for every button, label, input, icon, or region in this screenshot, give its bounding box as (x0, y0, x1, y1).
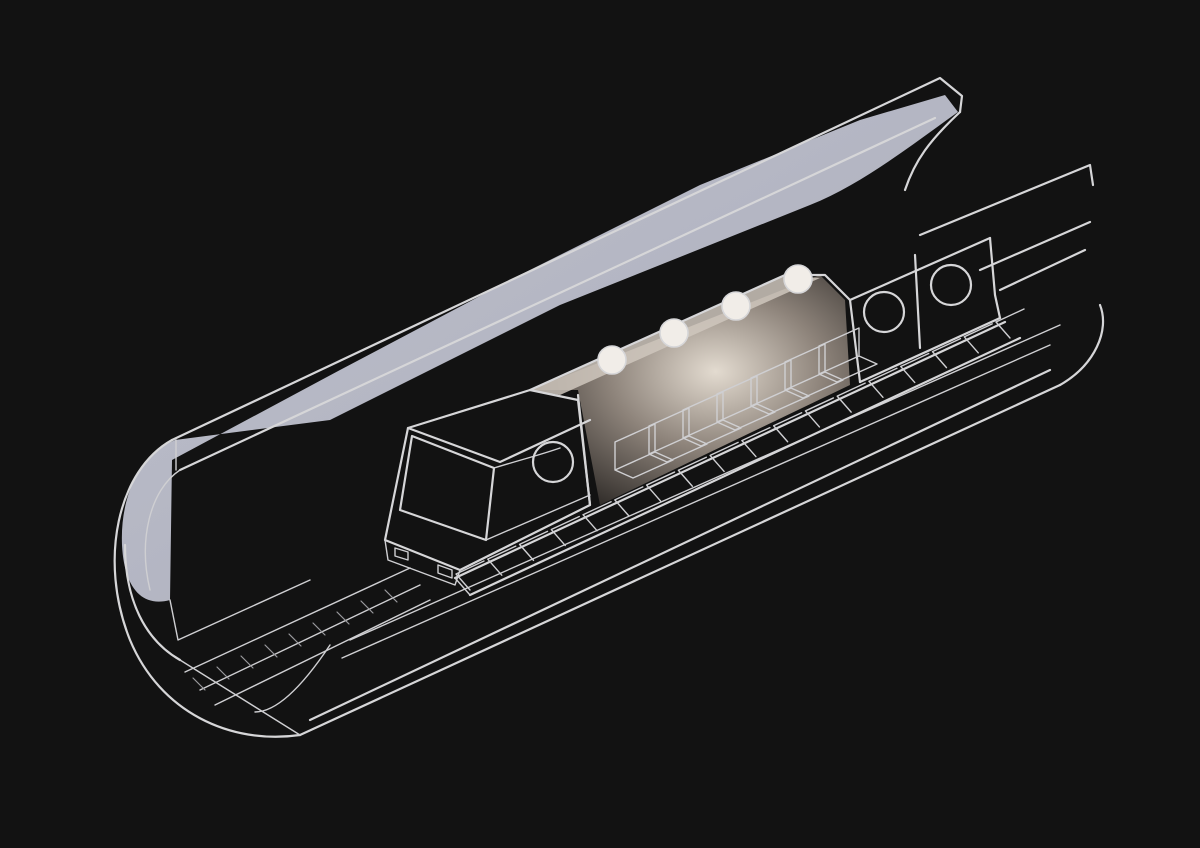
rail-tie (240, 655, 254, 669)
cabin-interior (530, 275, 850, 505)
front-windshield (398, 434, 496, 542)
rail-tie (288, 633, 302, 647)
ramp-step (709, 441, 739, 473)
tunnel-inner-wall (121, 95, 958, 602)
ramp-step (455, 560, 485, 591)
ramp-step (963, 323, 993, 354)
seat-row (818, 327, 878, 383)
ramp-steps (455, 308, 1025, 591)
ramp-step (772, 412, 803, 443)
front-porthole (531, 440, 575, 484)
ceiling-lamp (783, 264, 813, 294)
ramp-step (995, 308, 1025, 339)
ramp-step (804, 397, 835, 428)
rail-tie (192, 677, 206, 691)
ramp-step (931, 337, 962, 369)
ceiling-lamp (659, 318, 689, 348)
rail-tie (264, 644, 278, 658)
cabin-seats (614, 327, 878, 479)
car-window (862, 290, 906, 334)
car-window (929, 263, 973, 307)
train-front (383, 388, 592, 586)
ramp-step (487, 545, 517, 576)
escalator-ramp (453, 308, 1025, 597)
ramp-step (868, 367, 898, 398)
rail-ties (192, 589, 398, 691)
ramp-step (582, 501, 612, 532)
ramp-step (836, 382, 866, 413)
rail-tie (312, 622, 326, 636)
rail-tie (384, 589, 398, 603)
rail-tie (216, 666, 230, 680)
ceiling-lamps (597, 264, 813, 375)
ramp-step (741, 426, 771, 458)
ceiling-lamp (597, 345, 627, 375)
ceiling-lamp (721, 291, 751, 321)
rail-tie (336, 611, 350, 625)
ramp-step (900, 352, 930, 384)
ramp-step (645, 471, 676, 502)
rail-tie (360, 600, 374, 614)
ramp-step (550, 515, 580, 547)
ramp-step (518, 530, 549, 562)
ramp-step (614, 486, 644, 517)
ramp-step (677, 456, 708, 487)
train-car (528, 236, 1002, 507)
tunnel-shell (113, 76, 1105, 738)
